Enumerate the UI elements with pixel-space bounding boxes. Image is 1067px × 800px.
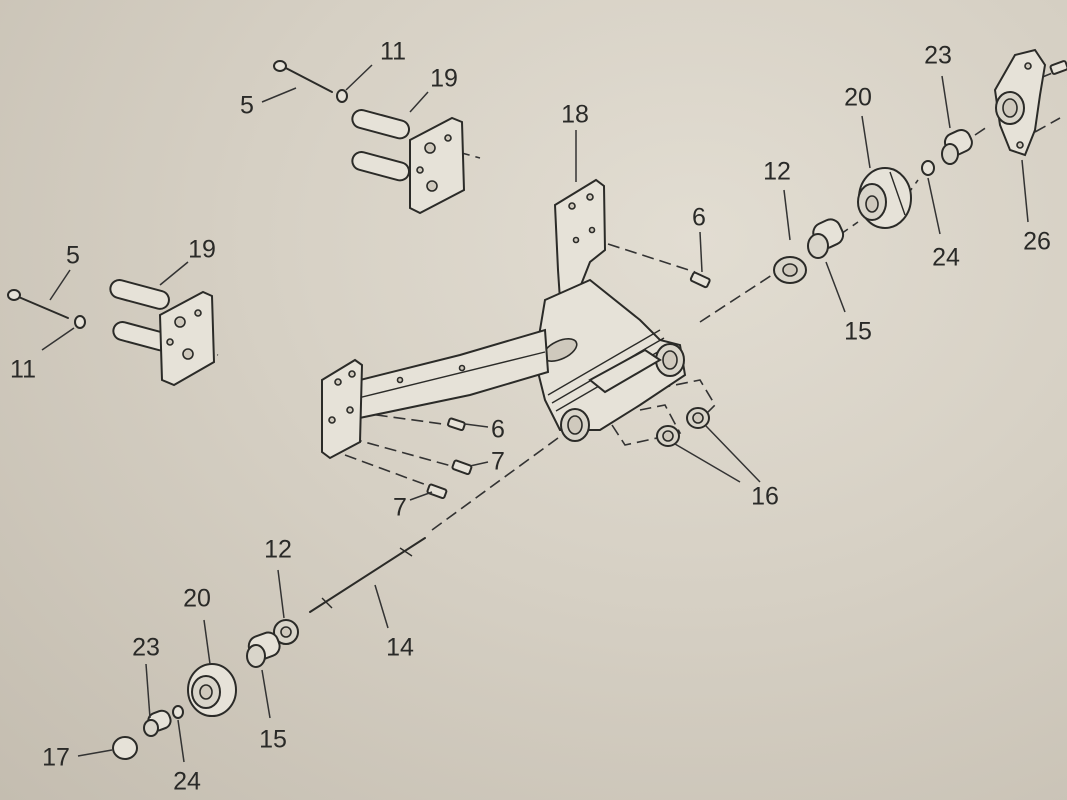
- part-6-bolt-top: [689, 271, 711, 289]
- callout-24-top: 24: [932, 243, 960, 272]
- callout-23-top: 23: [924, 41, 952, 70]
- part-23-bushing-bottom: [143, 709, 172, 737]
- part-11-washer-left: [74, 315, 86, 329]
- part-12-spacer-top: [773, 256, 807, 284]
- callout-18: 18: [561, 100, 589, 129]
- callout-20-bottom: 20: [183, 584, 211, 613]
- callout-15-top: 15: [844, 317, 872, 346]
- callout-15-bottom: 15: [259, 725, 287, 754]
- part-18-frame: [321, 178, 687, 460]
- part-6-bolt-mid: [447, 417, 466, 432]
- part-23-bushing-top: [941, 128, 973, 165]
- callout-23-bottom: 23: [132, 633, 160, 662]
- part-19-bracket-top: [351, 109, 466, 215]
- part-12-spacer-bottom: [273, 619, 299, 645]
- part-20-hub-top: [857, 167, 912, 229]
- part-5-bolt-left: [7, 289, 69, 319]
- callout-6-mid: 6: [491, 415, 505, 444]
- callout-6-top: 6: [692, 203, 706, 232]
- assembly-center-lines: [199, 71, 1061, 531]
- part-15-bushing-bottom: [246, 631, 281, 668]
- part-20-hub-bottom: [187, 663, 237, 717]
- callout-5-left: 5: [66, 241, 80, 270]
- part-24-washer-top: [921, 160, 935, 176]
- callout-19-top: 19: [430, 64, 458, 93]
- callout-20-top: 20: [844, 83, 872, 112]
- callout-7-mid: 7: [491, 447, 505, 476]
- callout-11-top: 11: [380, 37, 406, 66]
- part-11-washer-top: [336, 89, 348, 103]
- part-19-bracket-left: [109, 279, 216, 387]
- part-14-shaft: [309, 537, 426, 613]
- callout-19-left: 19: [188, 235, 216, 264]
- part-7-bolt-low: [426, 483, 448, 500]
- callout-17: 17: [42, 743, 70, 772]
- callout-12-top: 12: [763, 157, 791, 186]
- part-16-bushings: [656, 407, 710, 447]
- part-15-bushing-top: [807, 218, 845, 259]
- callout-24-bottom: 24: [173, 767, 201, 796]
- part-7-bolt-mid: [451, 459, 473, 476]
- callout-26: 26: [1023, 227, 1051, 256]
- part-5-bolt-top: [273, 60, 333, 93]
- callout-11-left: 11: [10, 355, 36, 384]
- part-24-washer-bottom: [172, 705, 184, 719]
- callout-7-low: 7: [393, 493, 407, 522]
- callout-12-bottom: 12: [264, 535, 292, 564]
- callout-14: 14: [386, 633, 414, 662]
- part-17-cap: [112, 736, 138, 760]
- part-26-bracket: [993, 48, 1067, 157]
- callout-leader-lines: [41, 64, 1029, 763]
- callout-16: 16: [751, 482, 779, 511]
- callout-5-top: 5: [240, 91, 254, 120]
